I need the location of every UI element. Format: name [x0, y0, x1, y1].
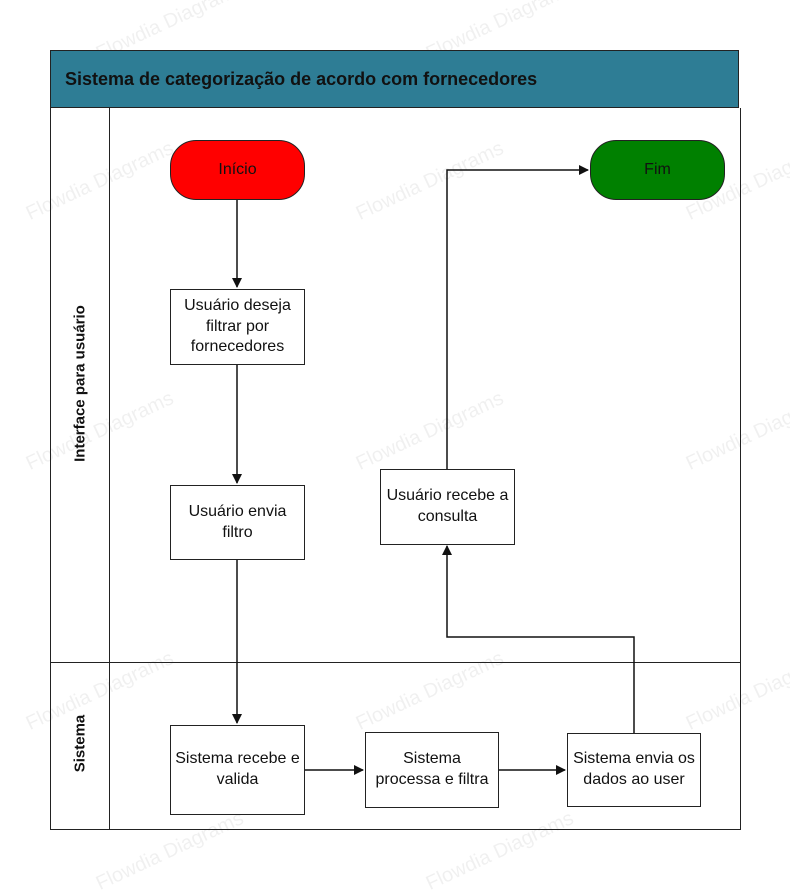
node-sys-send-label: Sistema envia os dados ao user [573, 750, 695, 788]
lane-separator [50, 662, 741, 663]
lane-label-user: Interface para usuário [71, 305, 89, 462]
end-node: Fim [590, 140, 725, 200]
node-user-filter: Usuário deseja filtrar por fornecedores [170, 289, 305, 365]
node-sys-receive-label: Sistema recebe e valida [175, 750, 300, 788]
node-user-filter-label: Usuário deseja filtrar por fornecedores [184, 296, 291, 356]
end-label: Fim [644, 161, 671, 178]
node-user-send-label: Usuário envia filtro [188, 502, 287, 541]
start-node: Início [170, 140, 305, 200]
lane-header-user [50, 108, 110, 662]
node-sys-process: Sistema processa e filtra [365, 732, 499, 808]
node-user-send: Usuário envia filtro [170, 485, 305, 560]
node-sys-send: Sistema envia os dados ao user [567, 733, 701, 807]
lane-header-system [50, 662, 110, 830]
start-label: Início [218, 161, 257, 178]
node-sys-receive: Sistema recebe e valida [170, 725, 305, 815]
node-sys-process-label: Sistema processa e filtra [375, 750, 489, 788]
diagram-title: Sistema de categorização de acordo com f… [65, 69, 538, 89]
lane-label-system: Sistema [71, 714, 89, 773]
node-user-receive: Usuário recebe a consulta [380, 469, 515, 545]
pool-title-bar: Sistema de categorização de acordo com f… [50, 50, 739, 108]
pool [50, 108, 741, 830]
node-user-receive-label: Usuário recebe a consulta [386, 487, 509, 525]
